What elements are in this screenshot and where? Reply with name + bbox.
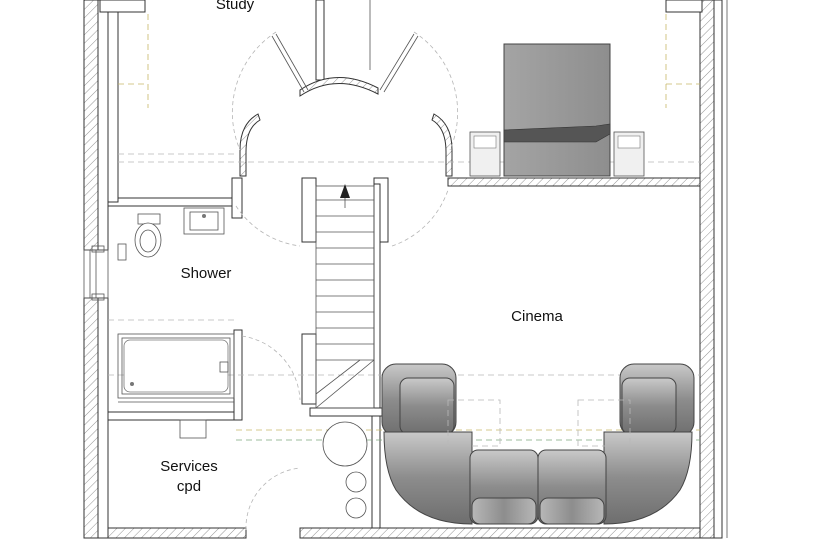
toilet-icon [134,213,162,258]
bay-walls [239,33,453,177]
services-tanks [322,421,368,519]
room-label-shower: Shower [181,265,232,282]
cinema-sofa [381,363,695,525]
room-label-study: Study [216,0,255,13]
basin-icon [183,207,225,235]
staircase [315,185,375,409]
room-label-services: Services [160,458,218,475]
left-window [83,245,109,301]
door-swings [231,31,459,531]
outer-walls [83,0,728,539]
bed [469,43,645,177]
bath-icon [117,333,235,439]
room-label-services-cpd: cpd [177,478,201,495]
stair-arrow-icon [340,184,350,198]
room-label-cinema: Cinema [511,308,563,325]
